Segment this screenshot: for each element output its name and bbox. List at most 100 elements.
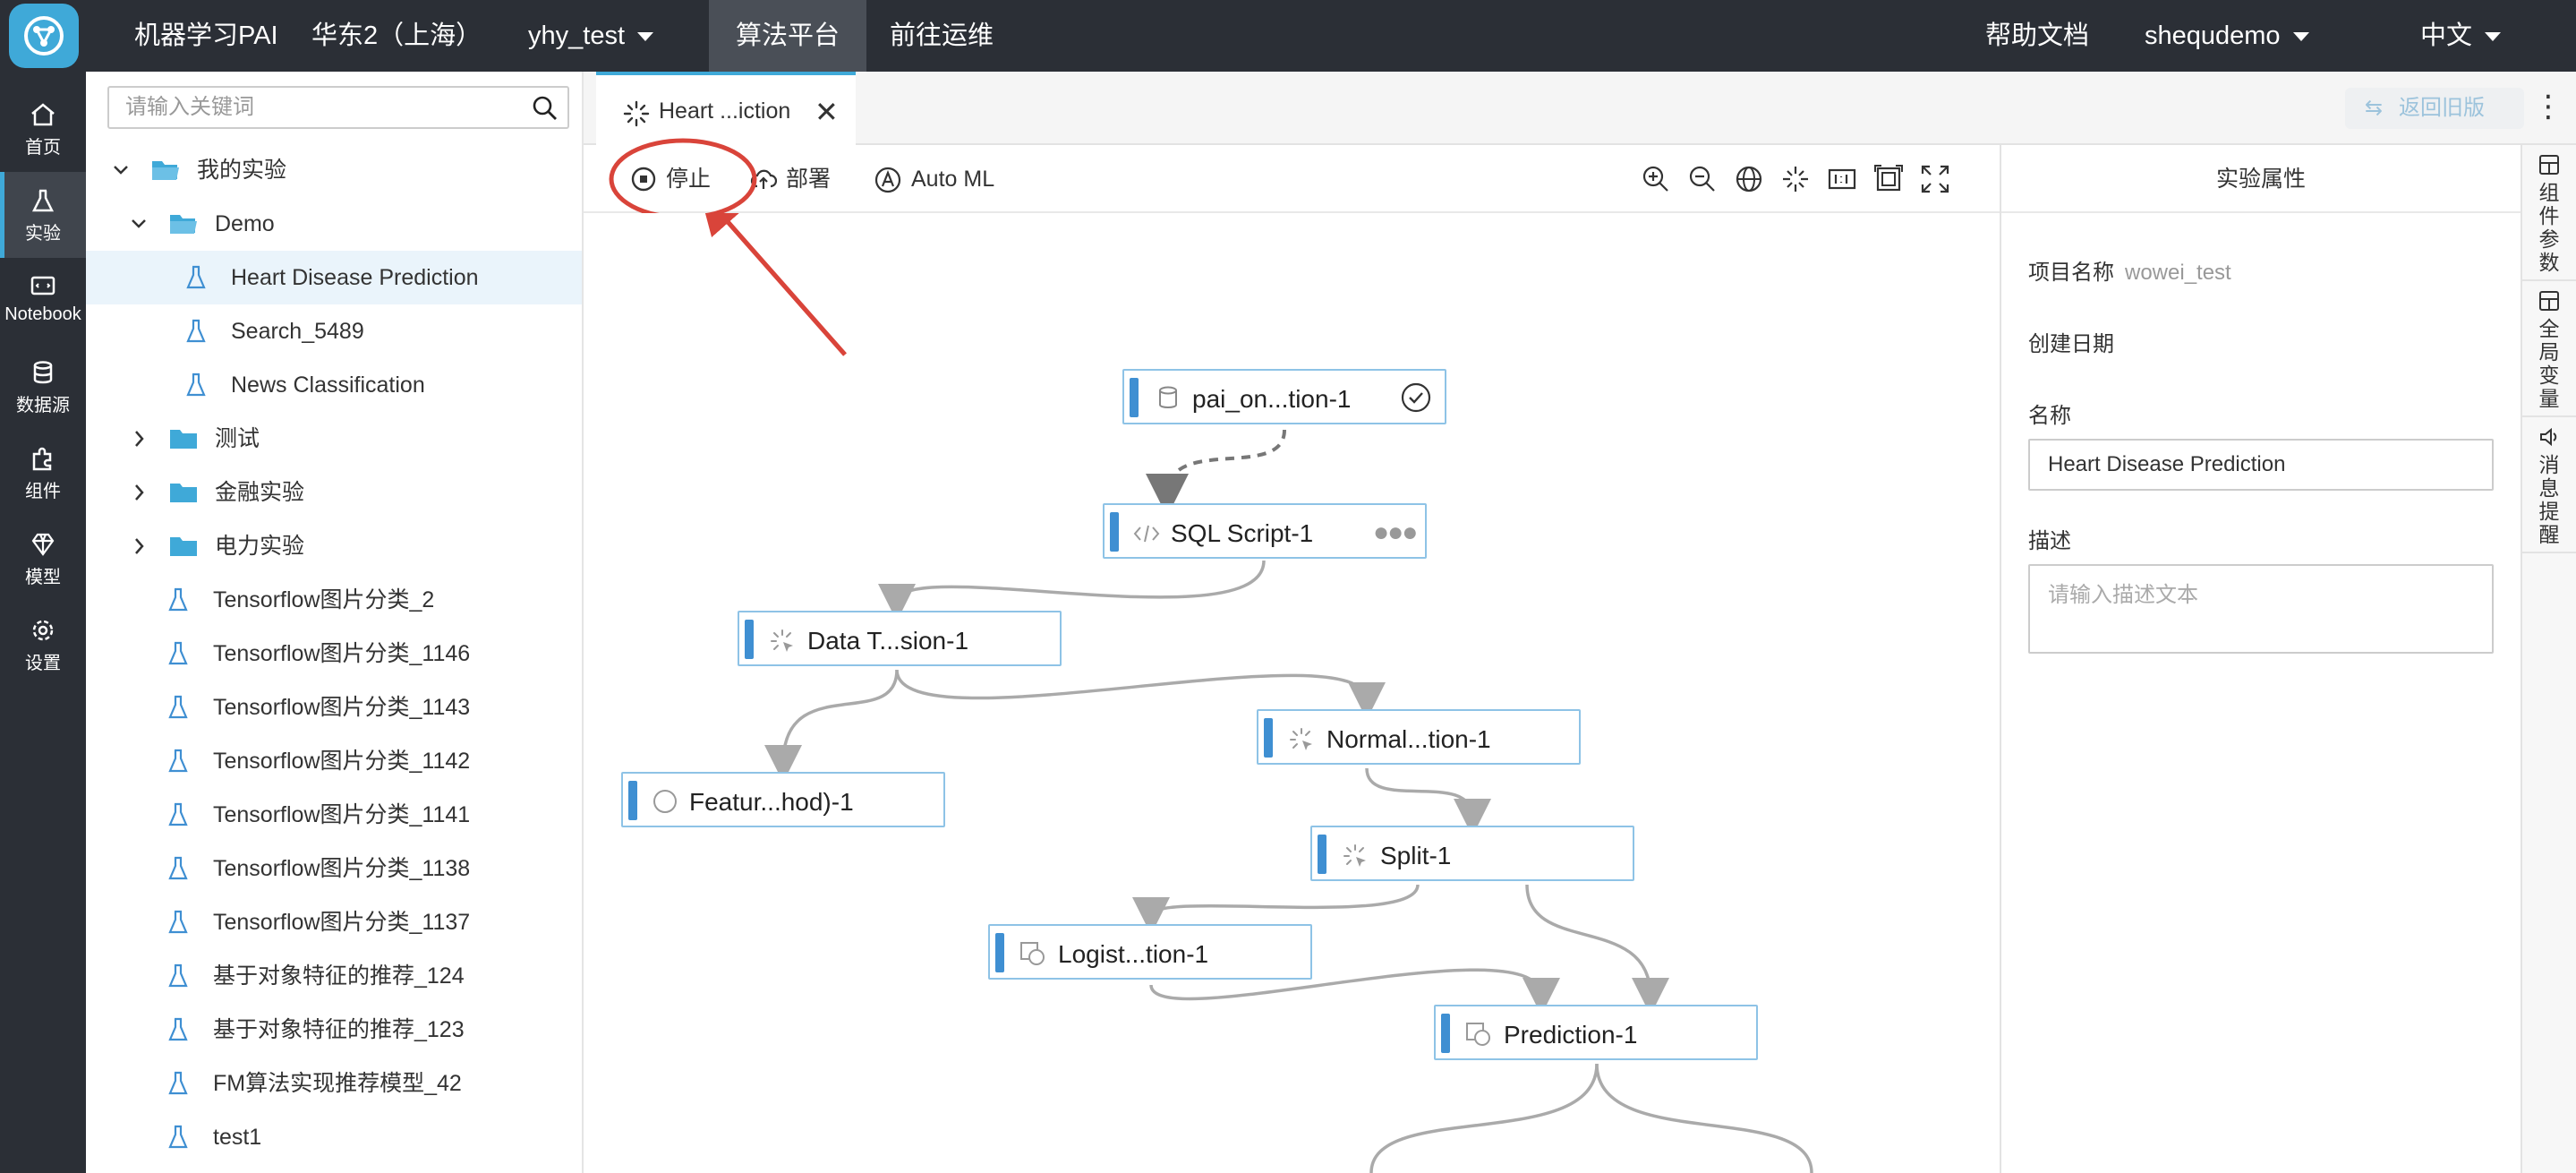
canvas-toolbar: 停止 部署 Auto ML	[584, 138, 2000, 220]
node-pai-data-source[interactable]: pai_on...tion-1	[1122, 369, 1446, 424]
tab-notifications[interactable]: 消息提醒	[2522, 417, 2576, 553]
nav-models[interactable]: 模型	[0, 516, 86, 602]
fit-screen-icon[interactable]	[1872, 163, 1905, 195]
node-prediction[interactable]: Prediction-1	[1434, 1005, 1758, 1060]
code-icon	[1133, 525, 1160, 543]
zoom-out-icon[interactable]	[1686, 163, 1719, 195]
language-dropdown[interactable]: 中文	[2420, 0, 2502, 72]
node-sql-script[interactable]: SQL Script-1 ●●●	[1103, 503, 1427, 559]
tree-experiment[interactable]: Tensorflow图片分类_1137	[86, 895, 582, 949]
gear-icon	[32, 620, 54, 641]
tab-heart-disease[interactable]: Heart ...iction ✕	[596, 72, 856, 145]
workflow-canvas[interactable]: pai_on...tion-1 SQL Script-1 ●●● Data T.…	[584, 213, 2000, 1173]
node-label: Featur...hod)-1	[689, 788, 854, 816]
database-icon	[1159, 386, 1177, 408]
tree-folder[interactable]: 金融实验	[86, 466, 582, 519]
tree-experiment[interactable]: 基于对象特征的推荐_123	[86, 1003, 582, 1057]
tree-experiment-label: FM算法实现推荐模型_42	[213, 1071, 462, 1096]
tree-experiment-label: 基于对象特征的推荐_123	[213, 1017, 465, 1042]
node-split[interactable]: Split-1	[1310, 826, 1634, 881]
tree-folder-demo[interactable]: Demo	[86, 197, 582, 251]
fullscreen-icon[interactable]	[1919, 163, 1951, 195]
flask-icon	[168, 695, 188, 719]
search-icon[interactable]	[530, 93, 560, 128]
flask-icon	[186, 372, 206, 397]
nav-ops[interactable]: 前往运维	[890, 21, 994, 50]
tree-search-input[interactable]	[109, 88, 503, 127]
zoom-in-icon[interactable]	[1640, 163, 1672, 195]
automl-button[interactable]: Auto ML	[874, 163, 1008, 195]
tree-root-folder[interactable]: 我的实验	[86, 143, 582, 197]
notebook-icon	[30, 276, 55, 295]
nav-algorithm-platform[interactable]: 算法平台	[709, 0, 867, 72]
experiment-tree-panel: 我的实验 Demo Heart Disease Prediction Searc…	[86, 72, 584, 1173]
fit-center-icon[interactable]	[1779, 163, 1812, 195]
name-input[interactable]: Heart Disease Prediction	[2028, 439, 2494, 491]
properties-title: 实验属性	[2001, 145, 2521, 213]
flask-icon	[168, 963, 188, 988]
nav-settings[interactable]: 设置	[0, 602, 86, 688]
tree-experiment[interactable]: Tensorflow图片分类_1146	[86, 627, 582, 681]
more-vertical-icon[interactable]: ⋮	[2533, 90, 2563, 124]
nav-components[interactable]: 组件	[0, 430, 86, 516]
actual-size-icon[interactable]	[1826, 163, 1858, 195]
return-old-version-button[interactable]: ⇆ 返回旧版	[2345, 88, 2524, 129]
pai-logo-icon[interactable]	[9, 4, 79, 68]
node-feature[interactable]: Featur...hod)-1	[621, 772, 945, 827]
tab-label: Heart ...iction	[659, 98, 791, 124]
tree-experiment[interactable]: FM算法实现推荐模型_42	[86, 1057, 582, 1110]
tree-experiment[interactable]: test1	[86, 1110, 582, 1164]
nav-notebook[interactable]: Notebook	[0, 258, 86, 344]
tab-global-variables[interactable]: 全局变量	[2522, 281, 2576, 417]
folder-open-icon	[170, 215, 197, 234]
user-dropdown[interactable]: shequdemo	[2145, 0, 2309, 72]
tree-folder-label: 金融实验	[215, 480, 305, 505]
stop-label: 停止	[666, 167, 712, 192]
globe-icon[interactable]	[1733, 163, 1765, 195]
flask-icon	[168, 1017, 188, 1041]
language-label: 中文	[2420, 21, 2473, 50]
tree-experiment[interactable]: Tensorflow图片分类_1142	[86, 734, 582, 788]
nav-datasource[interactable]: 数据源	[0, 344, 86, 430]
flask-icon	[186, 265, 206, 289]
deploy-button[interactable]: 部署	[750, 163, 836, 195]
tab-component-params[interactable]: 组件参数	[2522, 145, 2576, 281]
stop-button[interactable]: 停止	[630, 163, 711, 195]
tree-experiment[interactable]: Tensorflow图片分类_1143	[86, 681, 582, 734]
node-label: Logist...tion-1	[1058, 940, 1209, 968]
left-icon-nav: 首页 实验 Notebook 数据源 组件 模型 设置	[0, 72, 86, 1173]
close-icon[interactable]: ✕	[815, 96, 839, 128]
nav-components-label: 组件	[25, 482, 61, 501]
chevron-right-icon	[135, 538, 144, 554]
switch-arrows-icon: ⇆	[2365, 96, 2384, 120]
chevron-right-icon	[135, 431, 144, 447]
running-dots-icon: ●●●	[1373, 518, 1418, 547]
flask-icon	[31, 189, 55, 212]
tree-experiment-label: Tensorflow图片分类_1142	[213, 749, 471, 774]
tree-experiment[interactable]: Tensorflow图片分类_1138	[86, 842, 582, 895]
nav-home[interactable]: 首页	[0, 86, 86, 172]
tree-experiment[interactable]: Tensorflow图片分类_2	[86, 573, 582, 627]
tree-experiment[interactable]: 基于对象特征的推荐_124	[86, 949, 582, 1003]
node-normalization[interactable]: Normal...tion-1	[1257, 709, 1581, 765]
node-logistic-regression[interactable]: Logist...tion-1	[988, 924, 1312, 980]
nav-models-label: 模型	[25, 568, 61, 587]
tree-folder[interactable]: 电力实验	[86, 519, 582, 573]
tree-item-heart-disease[interactable]: Heart Disease Prediction	[86, 251, 582, 304]
nav-experiments[interactable]: 实验	[0, 172, 86, 258]
nav-settings-label: 设置	[25, 654, 61, 673]
description-textarea[interactable]	[2028, 564, 2494, 654]
diamond-icon	[31, 533, 55, 556]
edge-layer	[698, 213, 1813, 1173]
help-docs-link[interactable]: 帮助文档	[1985, 21, 2090, 50]
tree-item-label: Heart Disease Prediction	[231, 265, 479, 290]
node-data-transform[interactable]: Data T...sion-1	[738, 611, 1062, 666]
tree-item-news[interactable]: News Classification	[86, 358, 582, 412]
tree-experiment[interactable]: Tensorflow图片分类_1141	[86, 788, 582, 842]
tree-folder[interactable]: 测试	[86, 412, 582, 466]
tree-item-search[interactable]: Search_5489	[86, 304, 582, 358]
description-label: 描述	[2028, 529, 2071, 553]
tree-experiment-label: 基于对象特征的推荐_124	[213, 963, 465, 989]
tree-experiment-label: Tensorflow图片分类_1146	[213, 641, 471, 666]
workspace-dropdown[interactable]: yhy_test	[528, 0, 653, 72]
